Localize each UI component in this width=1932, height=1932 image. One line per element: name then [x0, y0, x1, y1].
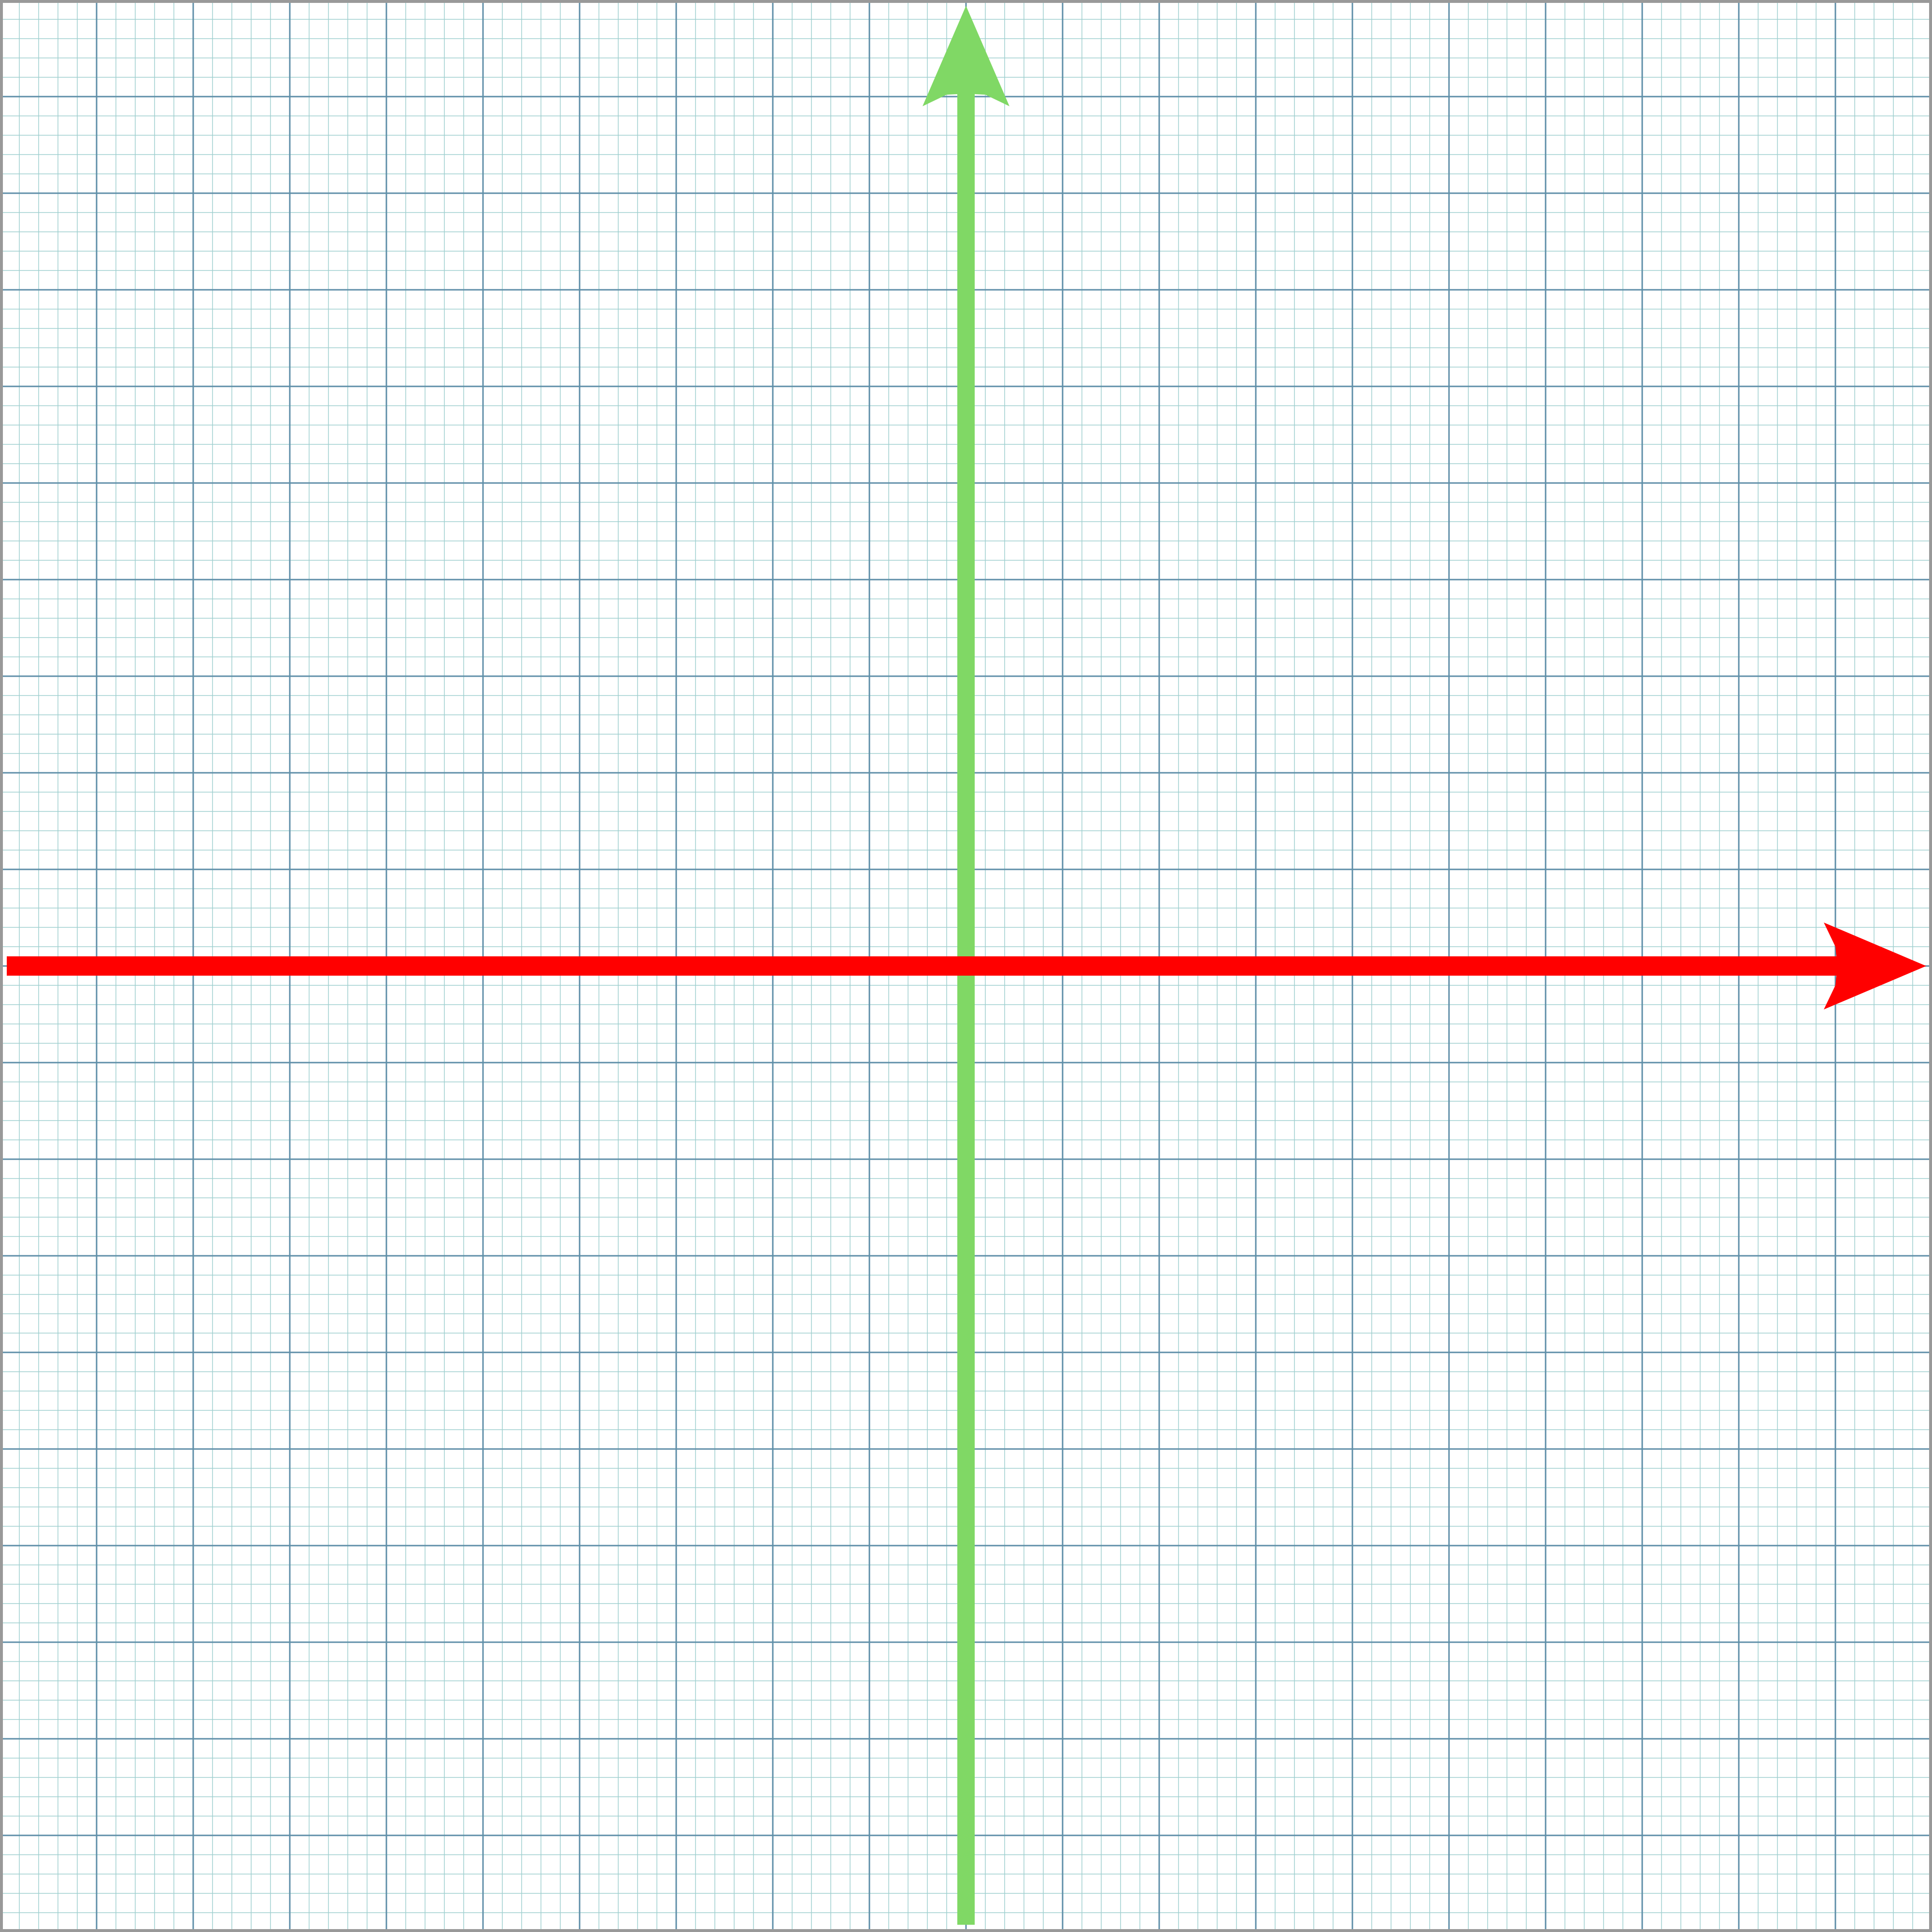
y-axis — [923, 6, 1009, 1925]
x-axis-arrowhead-icon — [1824, 923, 1926, 1009]
y-axis-shaft — [957, 87, 975, 1925]
y-axis-arrowhead-icon — [923, 6, 1009, 106]
x-axis — [7, 923, 1926, 1009]
x-axis-shaft — [7, 956, 1842, 976]
